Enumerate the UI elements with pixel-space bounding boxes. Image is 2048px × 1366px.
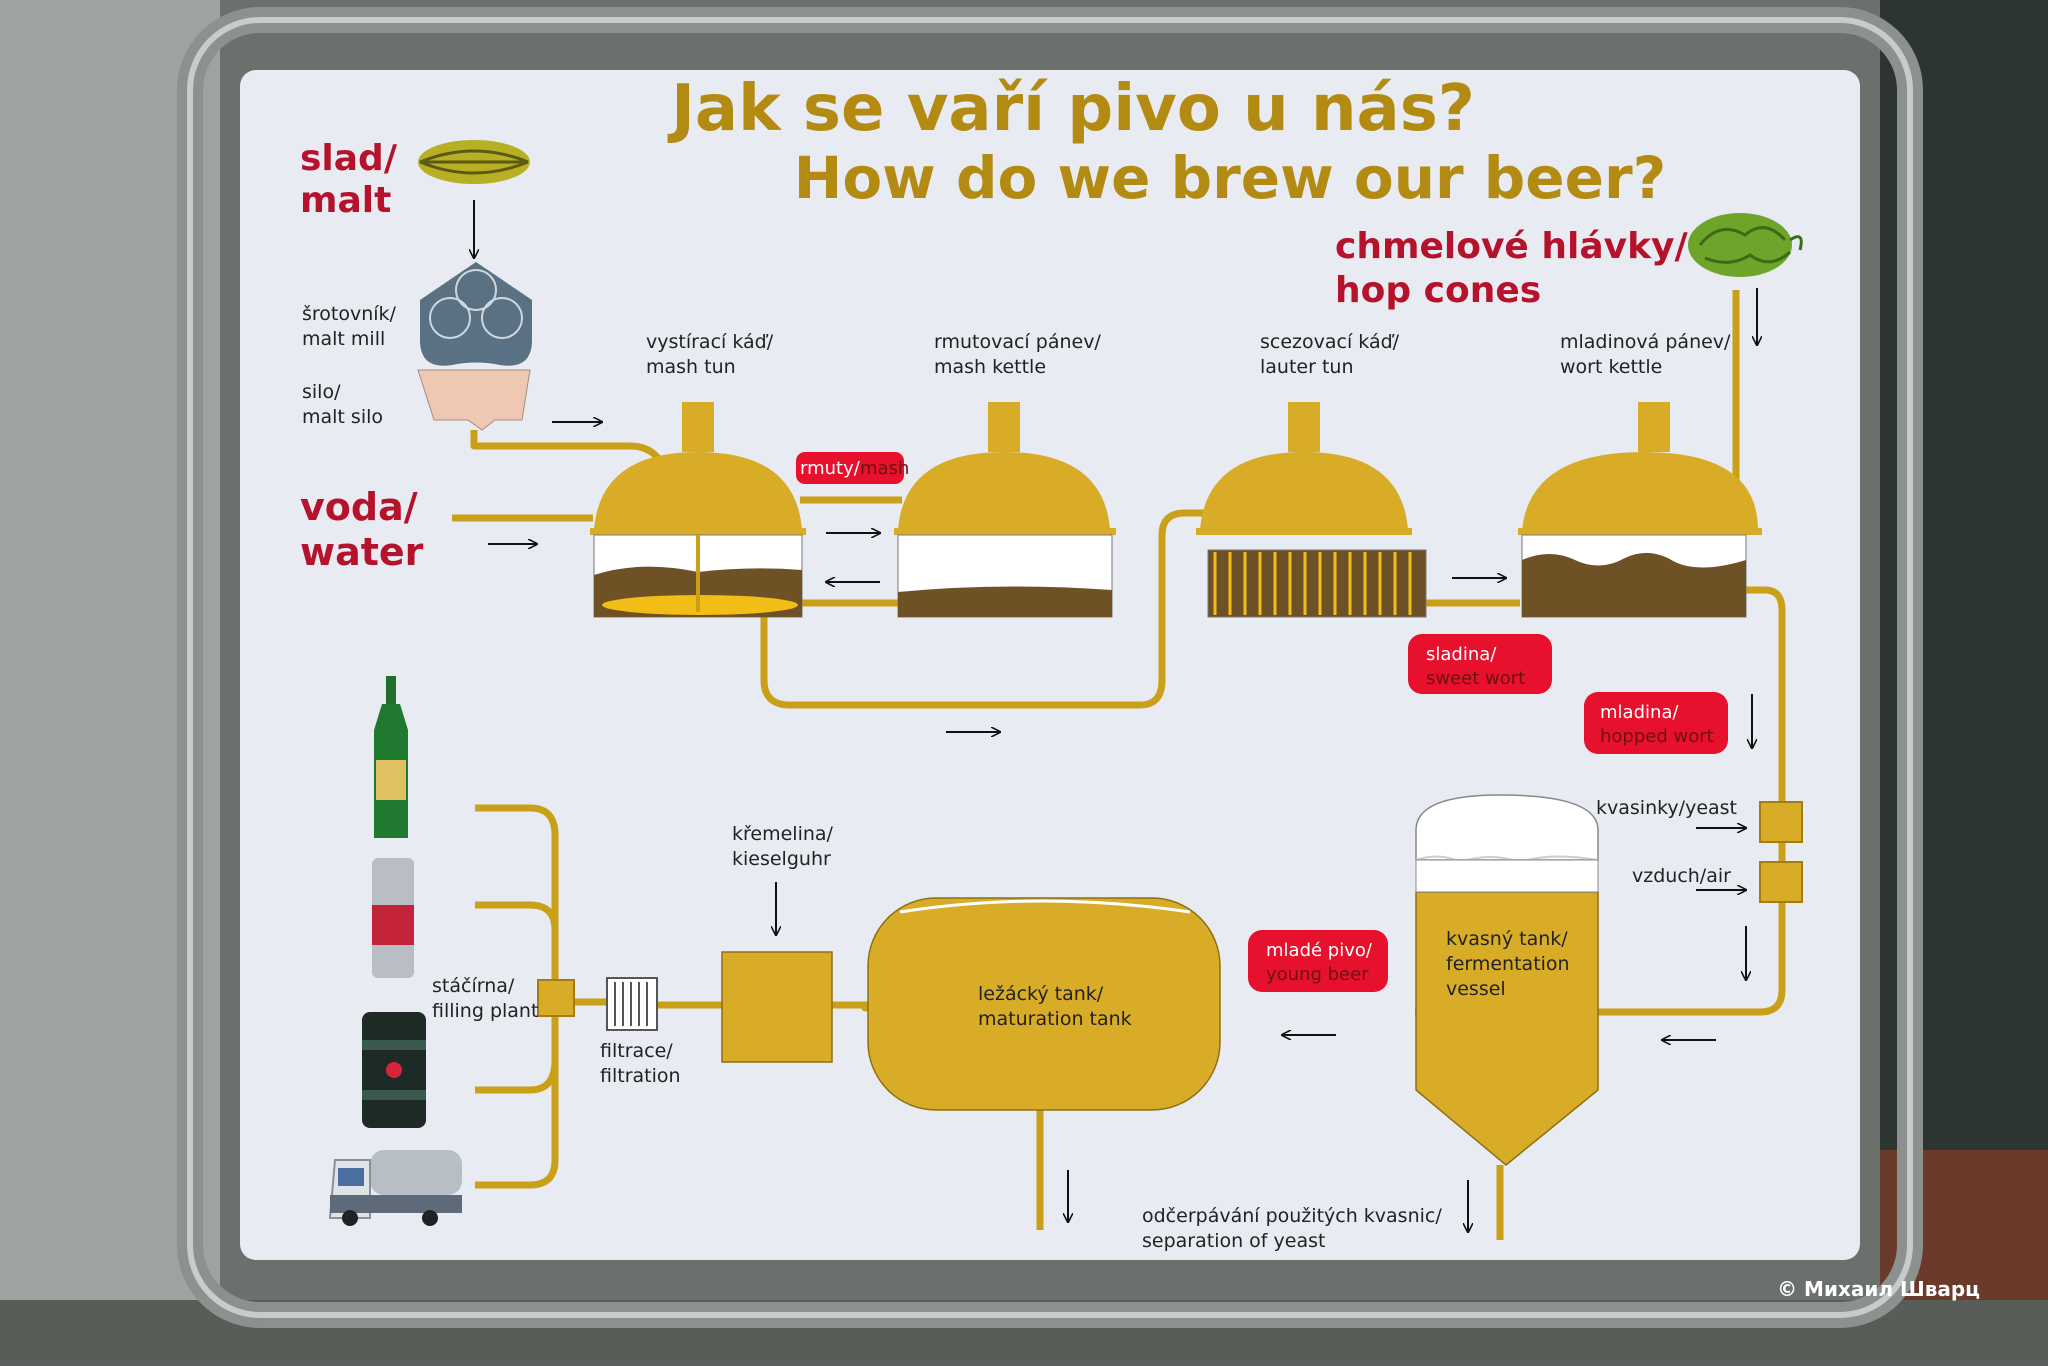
metal-frame bbox=[177, 7, 1923, 1328]
air-doser bbox=[1759, 861, 1803, 903]
malt-mill-icon bbox=[420, 262, 532, 366]
wort-kettle-label-en: wort kettle bbox=[1560, 356, 1662, 378]
filling-label-en: filling plant bbox=[432, 1000, 538, 1022]
filtr-label-cz: filtrace/ bbox=[600, 1040, 673, 1062]
mash-kettle bbox=[894, 402, 1116, 618]
title-en: How do we brew our beer? bbox=[794, 144, 1666, 212]
pill-mash-en: mash bbox=[860, 458, 909, 479]
beer-keg-icon bbox=[362, 1012, 426, 1128]
mill-label-cz: šrotovník/ bbox=[302, 303, 397, 325]
ferm-label-cz: kvasný tank/ bbox=[1446, 928, 1568, 950]
pill-hopped-en: hopped wort bbox=[1600, 726, 1714, 747]
lauter-label-cz: scezovací káď/ bbox=[1260, 331, 1400, 353]
pill-mash: rmuty/ mash bbox=[796, 452, 909, 484]
wort-kettle bbox=[1518, 402, 1762, 618]
maturation-tank bbox=[867, 897, 1221, 1111]
pill-sweet-en: sweet wort bbox=[1426, 668, 1525, 689]
pill-sweet-wort: sladina/ sweet wort bbox=[1408, 634, 1552, 694]
pill-young-beer: mladé pivo/ young beer bbox=[1248, 930, 1388, 992]
mill-label-en: malt mill bbox=[302, 328, 385, 350]
silo-label-cz: silo/ bbox=[302, 381, 341, 403]
matur-label-en: maturation tank bbox=[978, 1008, 1132, 1030]
pill-hopped-cz: mladina/ bbox=[1600, 702, 1679, 723]
ferm-label-en1: fermentation bbox=[1446, 953, 1570, 975]
pill-young-en: young beer bbox=[1266, 964, 1369, 985]
filling-junction bbox=[537, 979, 575, 1017]
mash-kettle-label-cz: rmutovací pánev/ bbox=[934, 331, 1101, 353]
kieselguhr-filter bbox=[721, 951, 833, 1063]
kiesel-label-en: kieselguhr bbox=[732, 848, 831, 870]
wort-kettle-label-cz: mladinová pánev/ bbox=[1560, 331, 1731, 353]
hop-cone-icon bbox=[1688, 213, 1803, 277]
tanker-truck-icon bbox=[328, 1150, 462, 1226]
beer-can-icon bbox=[372, 858, 414, 978]
yeast-label: kvasinky/yeast bbox=[1596, 797, 1737, 819]
mash-tun-label-cz: vystírací káď/ bbox=[646, 331, 774, 353]
ferm-label-en2: vessel bbox=[1446, 978, 1506, 1000]
pill-mash-cz: rmuty/ bbox=[800, 458, 861, 479]
photo-credit: © Михаил Шварц bbox=[1777, 1277, 1980, 1301]
malt-grain-icon bbox=[418, 140, 530, 184]
hops-label-en: hop cones bbox=[1335, 270, 1541, 311]
pill-hopped-wort: mladina/ hopped wort bbox=[1584, 692, 1728, 754]
pill-sweet-cz: sladina/ bbox=[1426, 644, 1497, 665]
malt-label-cz: slad/ bbox=[300, 138, 398, 179]
lauter-tun bbox=[1196, 402, 1427, 618]
water-label-en: water bbox=[300, 530, 424, 574]
matur-label-cz: ležácký tank/ bbox=[978, 983, 1104, 1005]
title-cz: Jak se vaří pivo u nás? bbox=[667, 72, 1475, 146]
malt-label-en: malt bbox=[300, 180, 391, 221]
lauter-label-en: lauter tun bbox=[1260, 356, 1354, 378]
kiesel-label-cz: křemelina/ bbox=[732, 823, 834, 845]
mash-tun bbox=[590, 402, 806, 618]
flow-arrows bbox=[488, 422, 1752, 1232]
separation-label-cz: odčerpávání použitých kvasnic/ bbox=[1142, 1205, 1442, 1227]
filtr-label-en: filtration bbox=[600, 1065, 681, 1087]
separation-label-en: separation of yeast bbox=[1142, 1230, 1325, 1252]
water-label-cz: voda/ bbox=[300, 485, 418, 529]
pill-young-cz: mladé pivo/ bbox=[1266, 940, 1373, 961]
fermentation-tank bbox=[1415, 794, 1599, 1166]
beer-bottle-icon bbox=[374, 676, 408, 838]
mash-tun-label-en: mash tun bbox=[646, 356, 736, 378]
filling-label-cz: stáčírna/ bbox=[432, 975, 515, 997]
hops-label-cz: chmelové hlávky/ bbox=[1335, 226, 1689, 267]
air-label: vzduch/air bbox=[1632, 865, 1731, 887]
yeast-doser bbox=[1759, 801, 1803, 843]
silo-label-en: malt silo bbox=[302, 406, 383, 428]
mash-kettle-label-en: mash kettle bbox=[934, 356, 1046, 378]
filtration-unit bbox=[606, 977, 658, 1031]
malt-silo-icon bbox=[417, 369, 531, 431]
